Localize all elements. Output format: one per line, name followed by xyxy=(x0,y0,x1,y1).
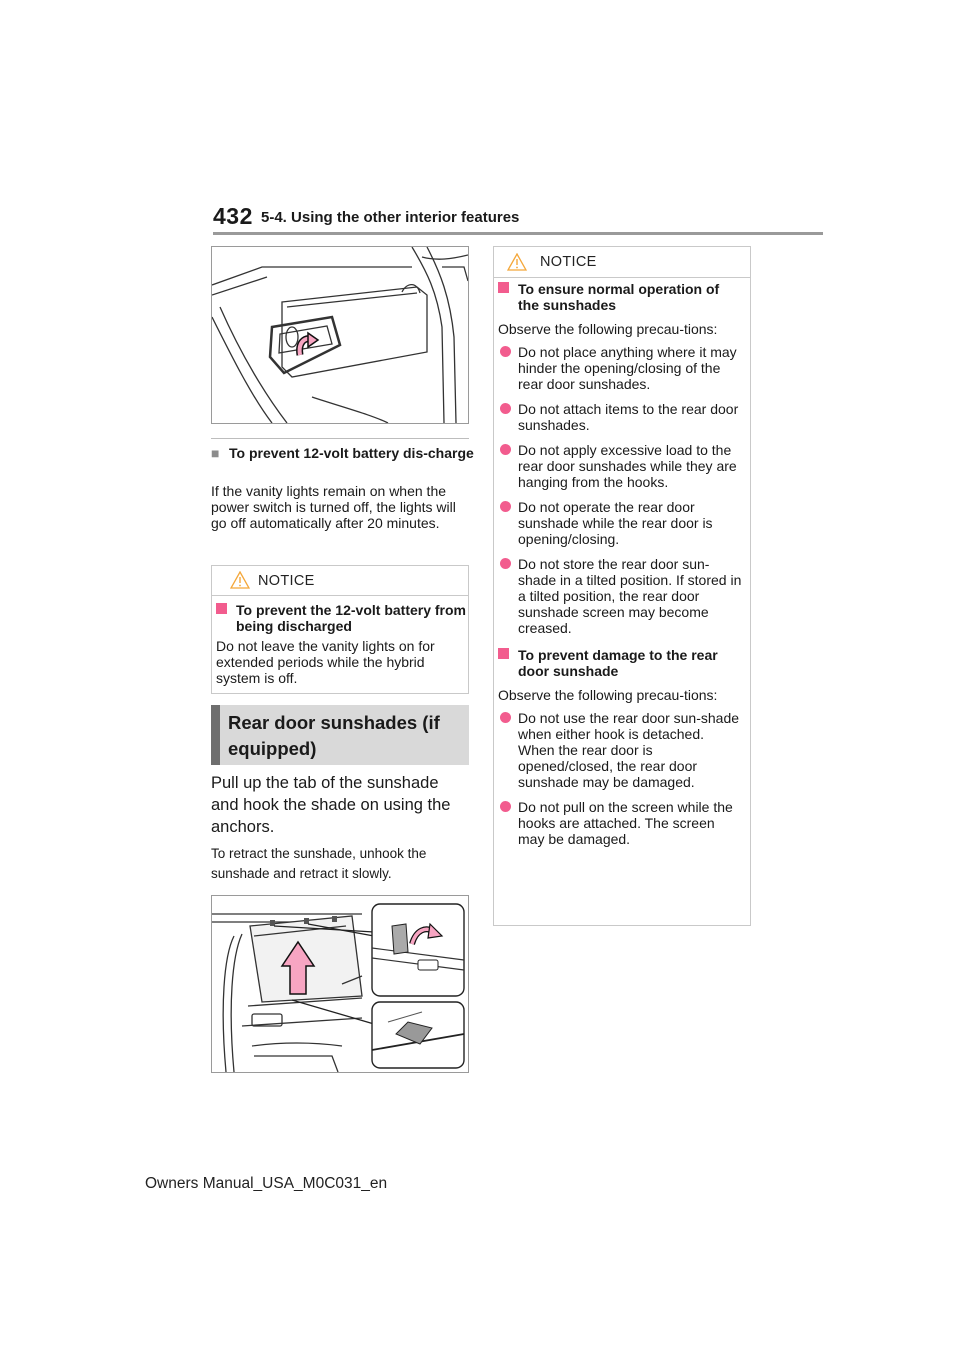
square-bullet-icon xyxy=(498,648,509,659)
round-bullet-icon xyxy=(500,346,511,357)
round-bullet-icon xyxy=(500,801,511,812)
list-item: Do not use the rear door sun-shade when … xyxy=(498,710,744,790)
notice-box-battery: NOTICE To prevent the 12-volt battery fr… xyxy=(211,565,469,694)
prevent-damage-heading: To prevent damage to the rear door sunsh… xyxy=(498,647,744,679)
warning-triangle-icon xyxy=(507,253,527,271)
list-item: Do not attach items to the rear door sun… xyxy=(498,401,744,433)
vanity-mirror-illustration xyxy=(211,246,469,424)
section-heading: Rear door sunshades (if equipped) xyxy=(228,712,440,759)
round-bullet-icon xyxy=(500,501,511,512)
notice-header: NOTICE xyxy=(494,247,750,278)
sunshade-instruction: Pull up the tab of the sunshade and hook… xyxy=(211,774,451,836)
list-item: Do not apply excessive load to the rear … xyxy=(498,442,744,490)
round-bullet-icon xyxy=(500,444,511,455)
subsection-rule xyxy=(211,438,469,439)
page-number: 432 xyxy=(213,203,253,229)
notice-box-sunshade: NOTICE To ensure normal operation of the… xyxy=(493,246,751,926)
notice-battery-heading: To prevent the 12-volt battery from bein… xyxy=(216,602,481,634)
footer-manual-id: Owners Manual_USA_M0C031_en xyxy=(145,1175,388,1192)
rear-sunshade-illustration xyxy=(211,895,469,1073)
square-bullet-icon xyxy=(216,603,227,614)
normal-operation-heading: To ensure normal operation of the sunsha… xyxy=(498,281,744,313)
precautions-intro: Observe the following precau-tions: xyxy=(498,321,718,337)
round-bullet-icon xyxy=(500,558,511,569)
notice-title: NOTICE xyxy=(258,573,315,589)
square-bullet-icon: ■ xyxy=(211,445,220,461)
sunshade-retract-text: To retract the sunshade, unhook the suns… xyxy=(211,846,427,881)
section-heading-band: Rear door sunshades (if equipped) xyxy=(211,705,469,765)
list-item: Do not operate the rear door sunshade wh… xyxy=(498,499,744,547)
list-item: Do not store the rear door sun-shade in … xyxy=(498,556,744,636)
notice-header: NOTICE xyxy=(212,566,468,596)
header-rule xyxy=(213,232,823,235)
battery-discharge-heading: ■To prevent 12-volt battery dis-charge xyxy=(211,445,474,461)
battery-discharge-text: If the vanity lights remain on when the … xyxy=(211,483,456,531)
list-item: Do not place anything where it may hinde… xyxy=(498,344,744,392)
round-bullet-icon xyxy=(500,712,511,723)
section-title: 5-4. Using the other interior features xyxy=(261,209,520,226)
heading-accent-bar xyxy=(211,705,220,765)
notice-title: NOTICE xyxy=(540,254,597,270)
list-item: Do not pull on the screen while the hook… xyxy=(498,799,744,847)
precautions-intro: Observe the following precau-tions: xyxy=(498,687,718,703)
square-bullet-icon xyxy=(498,282,509,293)
notice-content: To ensure normal operation of the sunsha… xyxy=(498,281,744,856)
notice-battery-text: Do not leave the vanity lights on for ex… xyxy=(216,638,435,686)
round-bullet-icon xyxy=(500,403,511,414)
warning-triangle-icon xyxy=(230,571,250,589)
